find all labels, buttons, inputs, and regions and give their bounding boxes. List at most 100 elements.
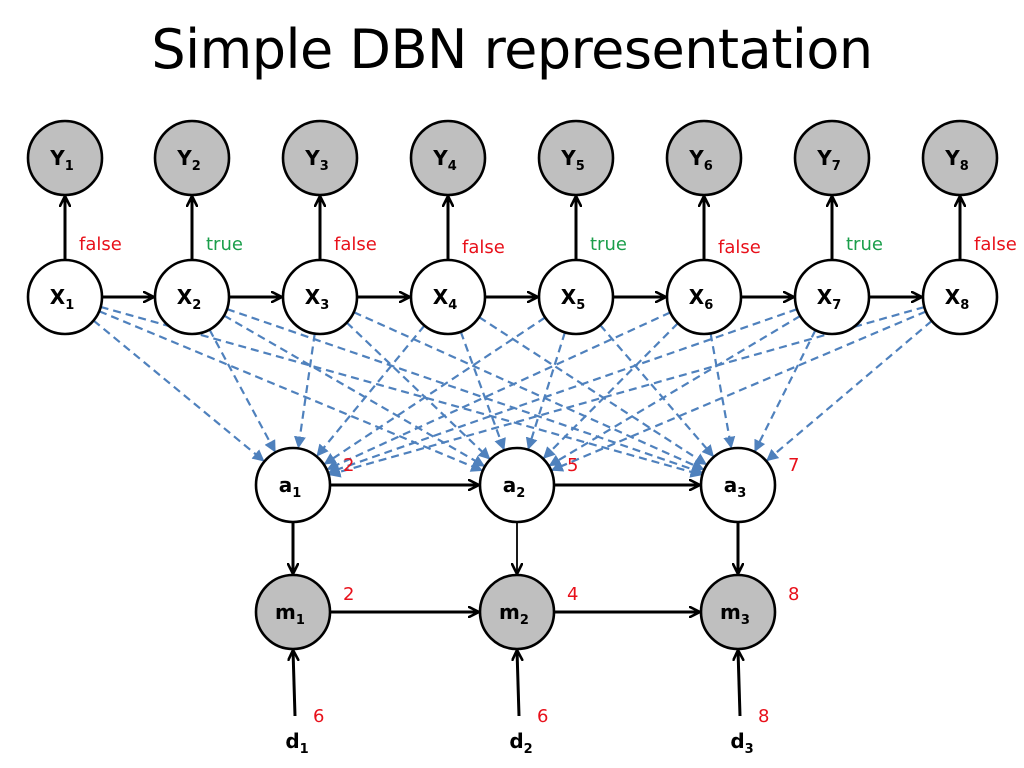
solid-edges xyxy=(65,196,960,717)
node-a2-label: a2 xyxy=(503,473,526,501)
edge-X6-a1 xyxy=(326,311,671,471)
node-X6: X6 xyxy=(665,258,743,336)
node-X2: X2 xyxy=(153,258,231,336)
node-Y8-label: Y8 xyxy=(944,146,969,174)
node-X8: X8 xyxy=(921,258,999,336)
node-m2-circle xyxy=(478,573,556,651)
node-m1: m1 xyxy=(254,573,332,651)
node-m3: m3 xyxy=(699,573,777,651)
node-Y7-label: Y7 xyxy=(816,146,841,174)
node-X5-circle xyxy=(537,258,615,336)
node-Y4-label: Y4 xyxy=(432,146,457,174)
slide-title: Simple DBN representation xyxy=(151,18,873,81)
node-a3-circle xyxy=(699,446,777,524)
edge-X7-a3 xyxy=(754,329,817,453)
node-X2-label: X2 xyxy=(177,285,201,313)
node-Y6: Y6 xyxy=(665,119,743,197)
node-d2-label: d2 xyxy=(509,729,532,757)
node-Y2-circle xyxy=(153,119,231,197)
node-m3-circle xyxy=(699,573,777,651)
node-X1-circle xyxy=(26,258,104,336)
node-X4: X4 xyxy=(409,258,487,336)
node-X4-label: X4 xyxy=(433,285,457,313)
edge-X1-a1 xyxy=(92,319,265,462)
node-a1: a1 xyxy=(254,446,332,524)
edge-X5-a2 xyxy=(525,331,566,450)
node-d1-label: d1 xyxy=(285,729,308,757)
node-d3-label: d3 xyxy=(730,729,753,757)
edge-X4-a2 xyxy=(459,331,506,451)
node-X2-circle xyxy=(153,258,231,336)
edge-d1-m1 xyxy=(293,650,295,717)
node-Y6-circle xyxy=(665,119,743,197)
node-X5: X5 xyxy=(537,258,615,336)
node-X8-label: X8 xyxy=(945,285,969,313)
node-Y5: Y5 xyxy=(537,119,615,197)
edge-X4-a3 xyxy=(478,316,708,466)
node-Y3: Y3 xyxy=(281,119,359,197)
edge-X5-a3 xyxy=(599,324,715,458)
node-Y2: Y2 xyxy=(153,119,231,197)
edge-X6-a3 xyxy=(709,333,736,449)
node-X3: X3 xyxy=(281,258,359,336)
node-X3-label: X3 xyxy=(305,285,329,313)
edge-X2-a1 xyxy=(208,329,276,453)
node-Y6-label: Y6 xyxy=(688,146,713,174)
value-a1: 2 xyxy=(343,455,354,476)
node-X7: X7 xyxy=(793,258,871,336)
node-Y1-label: Y1 xyxy=(49,146,74,174)
value-m3: 8 xyxy=(788,584,799,605)
value-d3: 8 xyxy=(758,706,769,727)
edge-label-X1: false xyxy=(79,234,122,255)
node-X1: X1 xyxy=(26,258,104,336)
node-Y8-circle xyxy=(921,119,999,197)
node-X7-label: X7 xyxy=(817,285,841,313)
value-a3: 7 xyxy=(788,455,799,476)
edge-label-X3: false xyxy=(334,234,377,255)
edge-X1-a2 xyxy=(98,310,484,472)
node-Y7-circle xyxy=(793,119,871,197)
value-m1: 2 xyxy=(343,584,354,605)
edge-X4-a1 xyxy=(316,324,426,457)
edge-label-X6: false xyxy=(718,237,761,258)
edge-X6-a2 xyxy=(542,322,679,459)
node-Y5-circle xyxy=(537,119,615,197)
edge-label-X5: true xyxy=(590,234,627,255)
edge-X8-a2 xyxy=(550,310,927,472)
node-X6-circle xyxy=(665,258,743,336)
node-a1-circle xyxy=(254,446,332,524)
node-Y2-label: Y2 xyxy=(176,146,201,174)
value-d1: 6 xyxy=(313,706,324,727)
node-X8-circle xyxy=(921,258,999,336)
node-Y7: Y7 xyxy=(793,119,871,197)
edge-X5-a1 xyxy=(323,316,546,465)
node-X4-circle xyxy=(409,258,487,336)
edge-X7-a2 xyxy=(548,315,801,467)
edge-label-X2: true xyxy=(206,234,243,255)
node-Y1-circle xyxy=(26,119,104,197)
node-X3-circle xyxy=(281,258,359,336)
node-Y3-label: Y3 xyxy=(304,146,329,174)
node-Y1: Y1 xyxy=(26,119,104,197)
node-m3-label: m3 xyxy=(720,600,750,628)
node-X1-label: X1 xyxy=(50,285,74,313)
edge-label-X7: true xyxy=(846,234,883,255)
edge-label-X4: false xyxy=(462,237,505,258)
node-Y3-circle xyxy=(281,119,359,197)
node-a2: a2 xyxy=(478,446,556,524)
node-Y4: Y4 xyxy=(409,119,487,197)
node-a1-label: a1 xyxy=(279,473,302,501)
node-X6-label: X6 xyxy=(689,285,713,313)
edge-X8-a3 xyxy=(766,320,933,462)
node-m1-label: m1 xyxy=(275,600,305,628)
node-Y5-label: Y5 xyxy=(560,146,585,174)
edge-X3-a1 xyxy=(293,333,316,449)
edge-X3-a3 xyxy=(353,311,705,471)
edge-label-X8: false xyxy=(974,234,1017,255)
edge-X7-a1 xyxy=(327,308,798,475)
edge-X2-a3 xyxy=(226,308,704,475)
node-Y4-circle xyxy=(409,119,487,197)
value-m2: 4 xyxy=(567,584,578,605)
value-a2: 5 xyxy=(567,455,578,476)
